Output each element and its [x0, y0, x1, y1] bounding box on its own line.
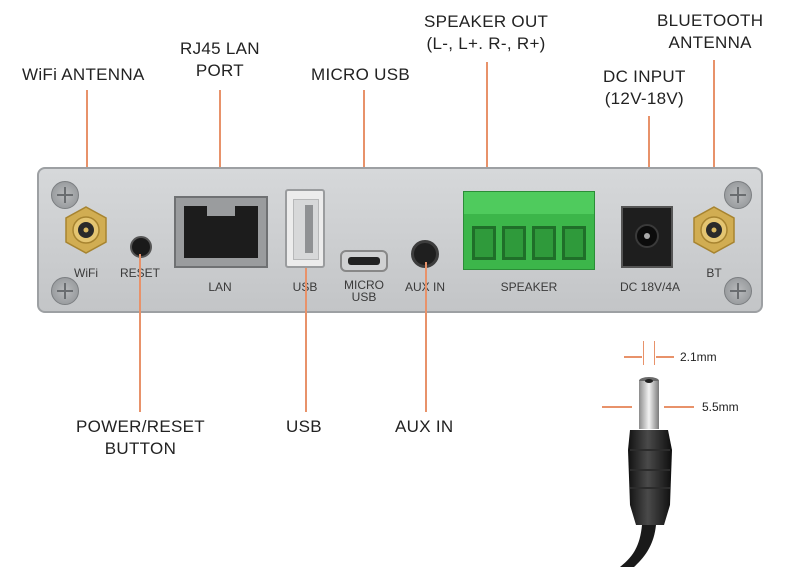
bluetooth-antenna-callout-line2: ANTENNA: [668, 33, 752, 52]
panel-label-micro-usb-line1: MICRO: [344, 278, 384, 292]
dc-input-callout-line2: (12V-18V): [604, 89, 684, 108]
screw-icon: [51, 277, 79, 305]
dc-input-callout-line1: DC INPUT: [603, 67, 686, 86]
dim-outer-label: 5.5mm: [702, 400, 739, 414]
dim-inner-arrow-right: [656, 356, 674, 358]
power-reset-callout-line2: BUTTON: [104, 439, 177, 458]
wifi-antenna-callout: WiFi ANTENNA: [22, 65, 145, 84]
reset-button: [130, 236, 152, 258]
rj45-lan-callout-line1: RJ45 LAN: [180, 39, 260, 58]
lan-port-latch: [207, 206, 235, 216]
rj45-lan-callout-line2: PORT: [195, 61, 244, 80]
bluetooth-antenna-callout: BLUETOOTH ANTENNA: [657, 10, 763, 54]
dim-inner-tick-left: [643, 341, 644, 365]
dc-jack-pin: [644, 233, 650, 239]
dc-jack: [621, 206, 673, 268]
usb-port: [285, 189, 325, 268]
speaker-terminal-slot: [502, 226, 526, 260]
power-reset-callout: POWER/RESET BUTTON: [76, 416, 205, 460]
speaker-terminal-top: [464, 192, 594, 214]
rj45-lan-leader: [219, 90, 221, 198]
panel-label-micro-usb: MICRO USB: [334, 279, 394, 303]
dim-inner-label: 2.1mm: [680, 350, 717, 364]
usb-callout: USB: [286, 417, 322, 436]
wifi-antenna-connector-icon: [65, 206, 107, 254]
speaker-out-callout-line1: SPEAKER OUT: [424, 12, 549, 31]
screw-icon: [724, 181, 752, 209]
speaker-out-leader: [486, 62, 488, 224]
panel-label-dc: DC 18V/4A: [619, 280, 681, 294]
micro-usb-callout: MICRO USB: [311, 65, 411, 84]
dc-barrel-plug-icon: [620, 377, 672, 567]
usb-leader: [305, 268, 307, 412]
speaker-terminal-block: [463, 191, 595, 270]
bluetooth-antenna-connector-icon: [693, 206, 735, 254]
speaker-out-callout-line2: (L-, L+. R-, R+): [426, 34, 546, 53]
panel-label-speaker: SPEAKER: [500, 280, 558, 294]
dim-outer-arrow-right: [664, 406, 694, 408]
micro-usb-opening: [348, 257, 380, 265]
bluetooth-antenna-callout-line1: BLUETOOTH: [657, 11, 764, 30]
power-reset-callout-line1: POWER/RESET: [76, 417, 205, 436]
dim-outer-arrow-left: [602, 406, 632, 408]
screw-icon: [724, 277, 752, 305]
dim-inner-arrow-left: [624, 356, 642, 358]
aux-in-callout: AUX IN: [395, 417, 454, 436]
panel-label-lan: LAN: [208, 280, 232, 294]
speaker-out-callout: SPEAKER OUT (L-, L+. R-, R+): [424, 11, 548, 55]
speaker-terminal-slot: [562, 226, 586, 260]
lan-port: [174, 196, 268, 268]
speaker-terminal-slot: [532, 226, 556, 260]
usb-port-tongue: [305, 205, 313, 253]
screw-icon: [51, 181, 79, 209]
power-reset-leader: [139, 254, 141, 412]
wifi-antenna-leader: [86, 90, 88, 210]
panel-label-aux-in: AUX IN: [404, 280, 445, 294]
dc-input-callout: DC INPUT (12V-18V): [603, 66, 686, 110]
aux-in-leader: [425, 262, 427, 412]
panel-label-bt: BT: [706, 266, 722, 280]
panel-label-wifi: WiFi: [74, 266, 98, 280]
panel-label-micro-usb-line2: USB: [351, 290, 377, 304]
dim-inner-tick-right: [654, 341, 655, 365]
rj45-lan-callout: RJ45 LAN PORT: [180, 38, 260, 82]
micro-usb-port: [340, 250, 388, 272]
bluetooth-antenna-leader: [713, 60, 715, 228]
speaker-terminal-slot: [472, 226, 496, 260]
